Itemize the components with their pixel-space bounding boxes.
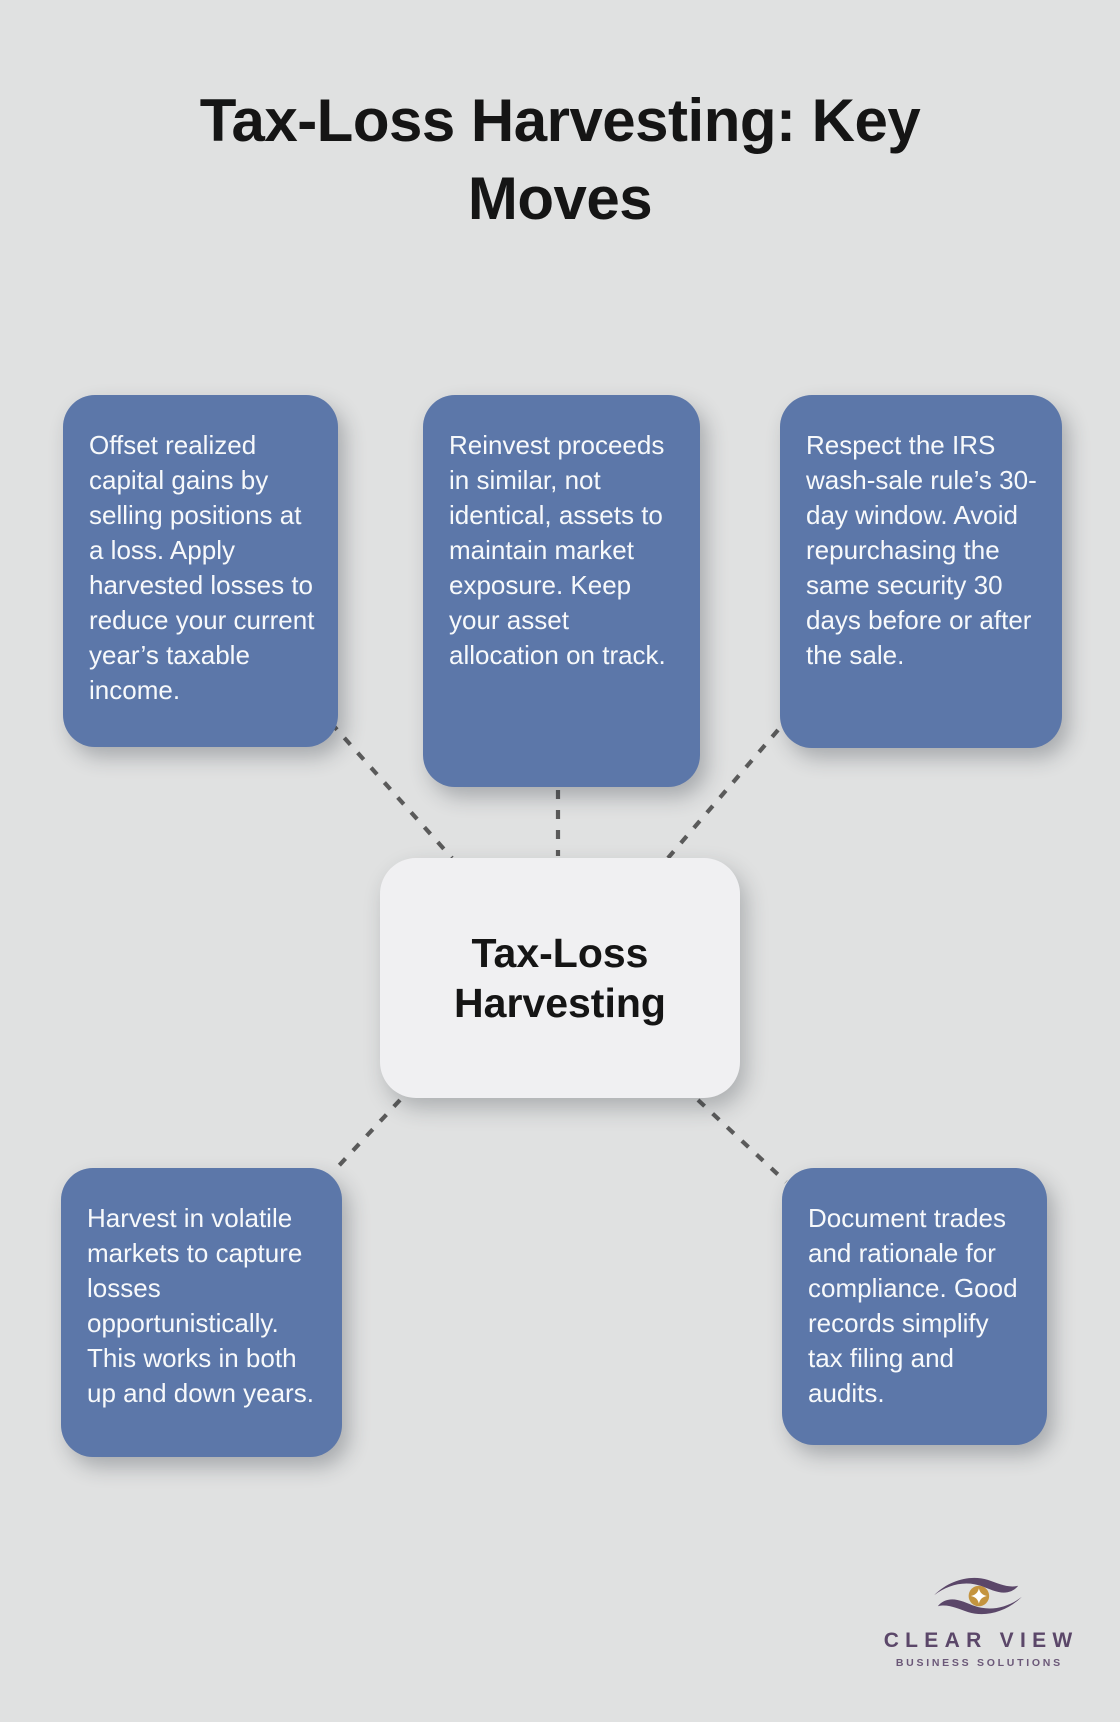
card-volatile-markets: Harvest in volatile markets to capture l… (61, 1168, 342, 1457)
card-reinvest: Reinvest proceeds in similar, not identi… (423, 395, 700, 787)
brand-tagline: BUSINESS SOLUTIONS (895, 1657, 1063, 1669)
card-document-trades: Document trades and rationale for compli… (782, 1168, 1047, 1445)
eye-star (970, 1588, 987, 1604)
connector-line-top-right (666, 728, 780, 860)
card-wash-sale-rule: Respect the IRS wash-sale rule’s 30-day … (780, 395, 1062, 748)
connector-line-bottom-right (696, 1098, 788, 1184)
connector-line-bottom-left (331, 1098, 402, 1174)
page-title: Tax-Loss Harvesting: Key Moves (199, 87, 921, 232)
card-volatile-markets-text: Harvest in volatile markets to capture l… (87, 1203, 314, 1408)
card-reinvest-text: Reinvest proceeds in similar, not identi… (449, 430, 666, 670)
brand-name: CLEAR VIEW (883, 1629, 1079, 1652)
clearview-eye-icon (934, 1577, 1022, 1615)
eye-lower-lid (937, 1596, 1022, 1615)
center-node: Tax-Loss Harvesting (380, 858, 740, 1098)
center-node-label: Tax-Loss Harvesting (454, 930, 666, 1026)
card-offset-gains-text: Offset realized capital gains by selling… (89, 430, 315, 705)
brand-logo: CLEAR VIEW BUSINESS SOLUTIONS (858, 1572, 1098, 1669)
card-wash-sale-rule-text: Respect the IRS wash-sale rule’s 30-day … (806, 430, 1037, 670)
card-document-trades-text: Document trades and rationale for compli… (808, 1203, 1018, 1408)
eye-upper-lid (934, 1577, 1019, 1596)
card-offset-gains: Offset realized capital gains by selling… (63, 395, 338, 747)
